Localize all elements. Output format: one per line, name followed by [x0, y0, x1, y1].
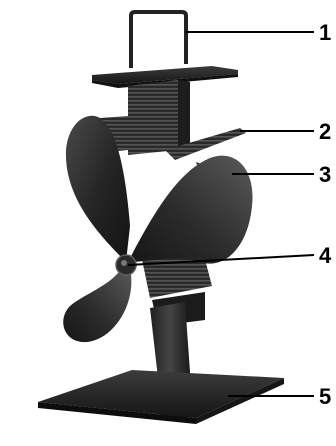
callout-label-5: 5 [319, 384, 331, 409]
callout-label-2: 2 [319, 119, 331, 144]
callout-label-3: 3 [319, 162, 331, 187]
callout-label-4: 4 [319, 243, 332, 268]
motor-heatsink-body [128, 80, 190, 155]
fan-blade-bottom [63, 268, 131, 342]
fan-blade-front [128, 156, 253, 264]
handle-wire [131, 12, 186, 68]
callout-label-1: 1 [319, 20, 331, 45]
